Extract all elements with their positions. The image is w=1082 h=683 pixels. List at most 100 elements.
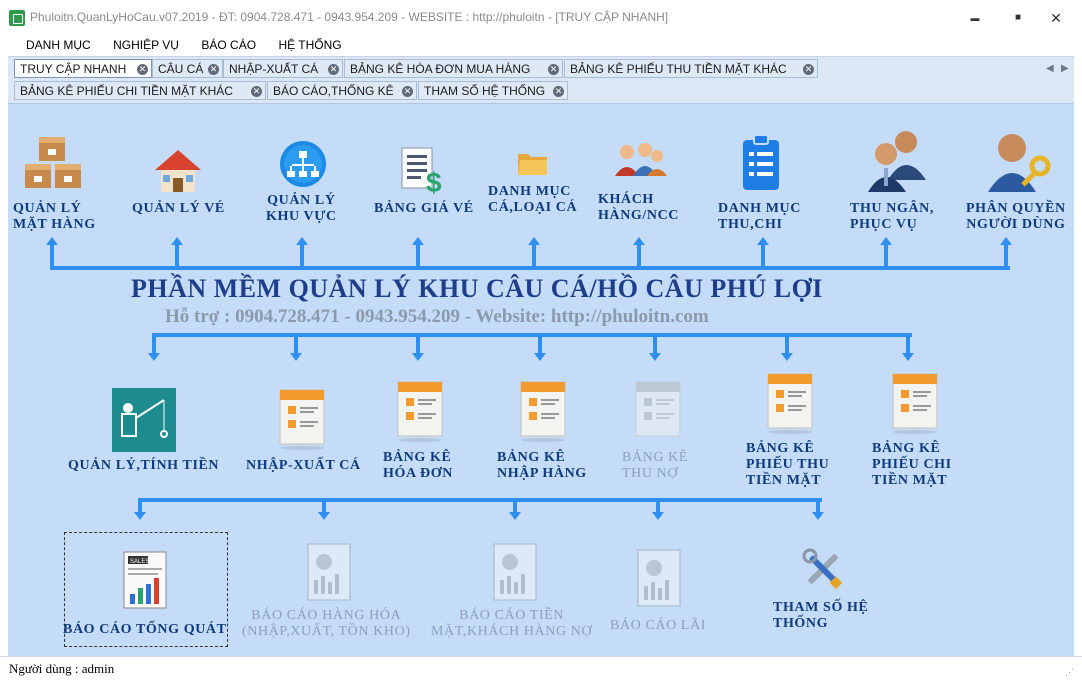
item-label: BẢNG KÊ THU NỢ xyxy=(622,450,689,481)
item-label: BÁO CÁO LÃI xyxy=(610,618,707,633)
connector xyxy=(1004,244,1008,270)
arrow-down-icon xyxy=(652,512,664,520)
arrow-down-icon xyxy=(812,512,824,520)
tab-scroll-left-icon[interactable]: ◀ xyxy=(1046,63,1054,74)
close-icon[interactable]: ✕ xyxy=(803,64,814,75)
tab-label: NHẬP-XUẤT CÁ xyxy=(229,62,319,76)
item-label: QUẢN LÝ,TÍNH TIỀN xyxy=(68,458,220,473)
connector xyxy=(294,333,298,353)
connector xyxy=(906,333,910,353)
close-icon[interactable]: ✕ xyxy=(402,86,413,97)
svg-text:SALES: SALES xyxy=(130,559,149,565)
staff-icon xyxy=(868,131,926,192)
resize-grip-icon[interactable]: ⋰ xyxy=(1065,667,1074,677)
arrow-up-icon xyxy=(528,237,540,245)
item-label: QUẢN LÝ KHU VỰC xyxy=(266,193,337,224)
tab-label: THAM SỐ HỆ THỐNG xyxy=(424,84,546,98)
close-icon[interactable]: ✕ xyxy=(548,64,559,75)
arrow-down-icon xyxy=(134,512,146,520)
tab-scroll-right-icon[interactable]: ▶ xyxy=(1061,63,1069,74)
close-button[interactable]: ✕ xyxy=(1050,10,1062,26)
close-icon[interactable]: ✕ xyxy=(328,64,339,75)
connector xyxy=(656,498,660,512)
top-connector-line xyxy=(50,266,1010,270)
tab-truy-cap-nhanh[interactable]: TRUY CẬP NHANH✕ xyxy=(14,59,152,78)
bottom-connector-line xyxy=(138,498,822,502)
title-bar: Phuloitn.QuanLyHoCau.v07.2019 - ĐT: 0904… xyxy=(0,0,1082,34)
tab-tham-so-he-thong[interactable]: THAM SỐ HỆ THỐNG ✕ xyxy=(418,81,568,100)
item-label: QUẢN LÝ VÉ xyxy=(132,201,225,216)
arrow-up-icon xyxy=(46,237,58,245)
arrow-down-icon xyxy=(509,512,521,520)
menu-nghiep-vu[interactable]: NGHIỆP VỤ xyxy=(113,38,179,52)
connector xyxy=(884,244,888,270)
close-icon[interactable]: ✕ xyxy=(137,64,148,75)
tab-bang-ke-phieu-thu[interactable]: BẢNG KÊ PHIẾU THU TIỀN MẶT KHÁC ✕ xyxy=(564,59,818,78)
tab-cau-ca[interactable]: CÂU CÁ✕ xyxy=(152,59,223,78)
connector xyxy=(322,498,326,512)
item-label: DANH MỤC CÁ,LOẠI CÁ xyxy=(488,184,578,215)
report-icon xyxy=(307,543,351,601)
tab-label: BẢNG KÊ PHIẾU THU TIỀN MẶT KHÁC xyxy=(570,62,787,76)
arrow-up-icon xyxy=(412,237,424,245)
arrow-down-icon xyxy=(781,353,793,361)
close-icon[interactable]: ✕ xyxy=(208,64,219,75)
svg-text:$: $ xyxy=(426,167,442,194)
item-label: KHÁCH HÀNG/NCC xyxy=(598,192,680,223)
item-label: NHẬP-XUẤT CÁ xyxy=(246,458,361,473)
arrow-up-icon xyxy=(1000,237,1012,245)
arrow-up-icon xyxy=(296,237,308,245)
connector xyxy=(816,498,820,512)
tab-bao-cao-thong-ke[interactable]: BÁO CÁO,THỐNG KÊ✕ xyxy=(267,81,417,100)
connector xyxy=(513,498,517,512)
arrow-down-icon xyxy=(290,353,302,361)
arrow-down-icon xyxy=(148,353,160,361)
tab-bang-ke-hoa-don[interactable]: BẢNG KÊ HÓA ĐƠN MUA HÀNG✕ xyxy=(344,59,563,78)
house-icon xyxy=(155,150,201,192)
item-label: BẢNG KÊ PHIẾU CHI TIỀN MẶT xyxy=(872,441,952,488)
minimize-button[interactable]: ▬ xyxy=(970,13,980,23)
invoice-icon xyxy=(892,373,938,434)
app-icon xyxy=(9,10,25,26)
arrow-up-icon xyxy=(880,237,892,245)
folder-icon xyxy=(518,154,547,175)
invoice-icon xyxy=(520,381,566,442)
item-label: BÁO CÁO TỔNG QUÁT xyxy=(63,622,227,637)
arrow-down-icon xyxy=(318,512,330,520)
item-label: BÁO CÁO HÀNG HÓA (NHẬP,XUẤT, TỒN KHO) xyxy=(242,608,411,639)
arrow-down-icon xyxy=(534,353,546,361)
focus-rectangle xyxy=(64,532,228,647)
boxes-icon xyxy=(25,137,81,188)
invoice-icon xyxy=(767,373,813,434)
menu-danh-muc[interactable]: DANH MỤC xyxy=(26,38,91,52)
connector xyxy=(637,244,641,270)
connector xyxy=(138,498,142,512)
connector xyxy=(653,333,657,353)
close-icon[interactable]: ✕ xyxy=(553,86,564,97)
tools-icon xyxy=(802,548,843,590)
arrow-up-icon xyxy=(633,237,645,245)
menu-he-thong[interactable]: HỆ THỐNG xyxy=(278,38,342,52)
connector xyxy=(761,244,765,270)
menu-bao-cao[interactable]: BÁO CÁO xyxy=(201,38,257,52)
clipboard-icon xyxy=(743,134,779,190)
invoice-icon xyxy=(635,381,681,437)
invoice-icon xyxy=(279,389,325,450)
maximize-button[interactable]: ■ xyxy=(1014,12,1022,23)
arrow-down-icon xyxy=(412,353,424,361)
connector xyxy=(152,333,156,353)
item-label: BẢNG KÊ NHẬP HÀNG xyxy=(497,450,587,481)
item-label: PHÂN QUYỀN NGƯỜI DÙNG xyxy=(966,201,1066,232)
tab-strip: TRUY CẬP NHANH✕ CÂU CÁ✕ NHẬP-XUẤT CÁ ✕ BẢ… xyxy=(8,56,1074,104)
menu-bar: DANH MỤC NGHIỆP VỤ BÁO CÁO HỆ THỐNG xyxy=(8,34,1074,56)
report-icon xyxy=(493,543,537,601)
price-list-icon: $ xyxy=(401,147,442,194)
item-label: BẢNG KÊ PHIẾU THU TIỀN MẶT xyxy=(746,441,830,488)
tab-nhap-xuat-ca[interactable]: NHẬP-XUẤT CÁ ✕ xyxy=(223,59,343,78)
close-icon[interactable]: ✕ xyxy=(251,86,262,97)
arrow-up-icon xyxy=(171,237,183,245)
tab-bang-ke-phieu-chi[interactable]: BẢNG KÊ PHIẾU CHI TIỀN MẶT KHÁC✕ xyxy=(14,81,266,100)
app-headline: PHẦN MỀM QUẢN LÝ KHU CÂU CÁ/HỒ CÂU PHÚ L… xyxy=(131,274,823,303)
connector xyxy=(532,244,536,270)
invoice-icon xyxy=(397,381,443,442)
